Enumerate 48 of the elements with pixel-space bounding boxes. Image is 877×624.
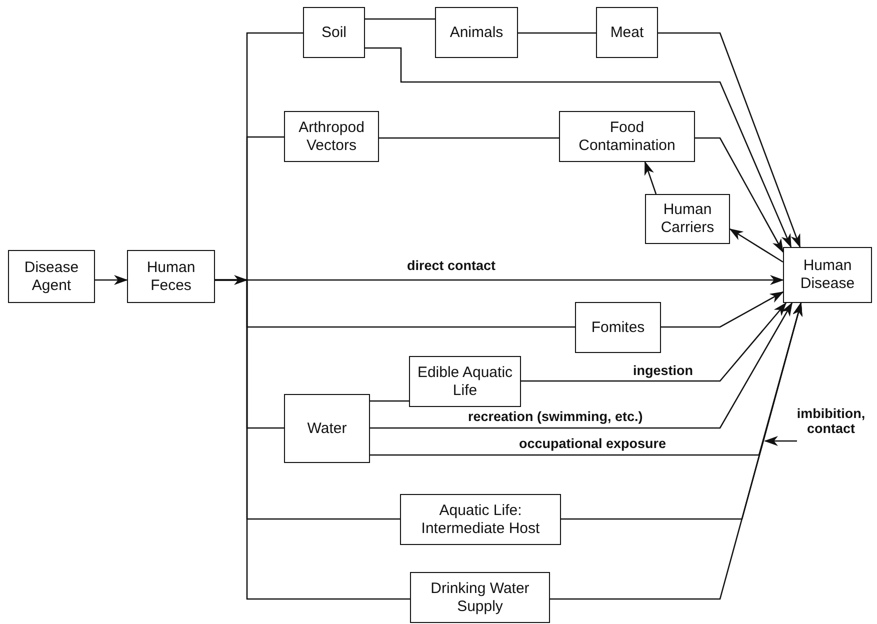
- arrow: [521, 302, 787, 382]
- arrow: [729, 228, 784, 263]
- node-label: Water: [307, 420, 347, 438]
- arrow: [370, 302, 802, 456]
- node-label: Fomites: [591, 318, 645, 336]
- process-box: [409, 356, 521, 407]
- process-box: [284, 111, 379, 162]
- node-label: Human Disease: [799, 257, 856, 293]
- node-label: Drinking Water Supply: [430, 580, 530, 616]
- process-box: [596, 7, 658, 58]
- arrow: [95, 275, 128, 285]
- node-label: Aquatic Life: Intermediate Host: [420, 502, 541, 538]
- process-box: [303, 7, 365, 58]
- node-label: Arthropod Vectors: [298, 118, 366, 154]
- arrow: [661, 291, 784, 328]
- process-box: [127, 250, 215, 303]
- edge-label: recreation (swimming, etc.): [466, 410, 645, 425]
- connector-line: [379, 137, 559, 139]
- edge-label: occupational exposure: [517, 437, 668, 452]
- arrow: [550, 302, 802, 600]
- process-box: [783, 247, 872, 303]
- node-label: Human Feces: [146, 258, 196, 294]
- edge-label: imbibition, contact: [796, 407, 866, 437]
- process-box: [8, 250, 95, 303]
- node-label: Human Carriers: [660, 201, 716, 237]
- process-box: [559, 111, 695, 162]
- node-label: Animals: [450, 24, 504, 42]
- node-label: Meat: [610, 24, 644, 42]
- arrow: [365, 47, 792, 248]
- connector-line: [518, 32, 596, 34]
- process-box: [400, 494, 561, 545]
- connector-line: [370, 400, 409, 402]
- process-box: [435, 7, 518, 58]
- node-label: Soil: [321, 24, 346, 42]
- arrow: [370, 302, 793, 429]
- node-label: Food Contamination: [578, 118, 676, 154]
- arrow: [658, 32, 801, 248]
- process-box: [284, 394, 370, 463]
- node-label: Disease Agent: [23, 258, 80, 294]
- arrow: [695, 137, 784, 253]
- arrow: [644, 161, 657, 194]
- process-box: [575, 302, 661, 353]
- connector-line: [365, 18, 435, 20]
- process-box: [410, 572, 550, 623]
- node-label: Edible Aquatic Life: [416, 364, 514, 400]
- arrow: [215, 275, 248, 285]
- process-box: [645, 194, 730, 244]
- edge-label: ingestion: [631, 364, 695, 379]
